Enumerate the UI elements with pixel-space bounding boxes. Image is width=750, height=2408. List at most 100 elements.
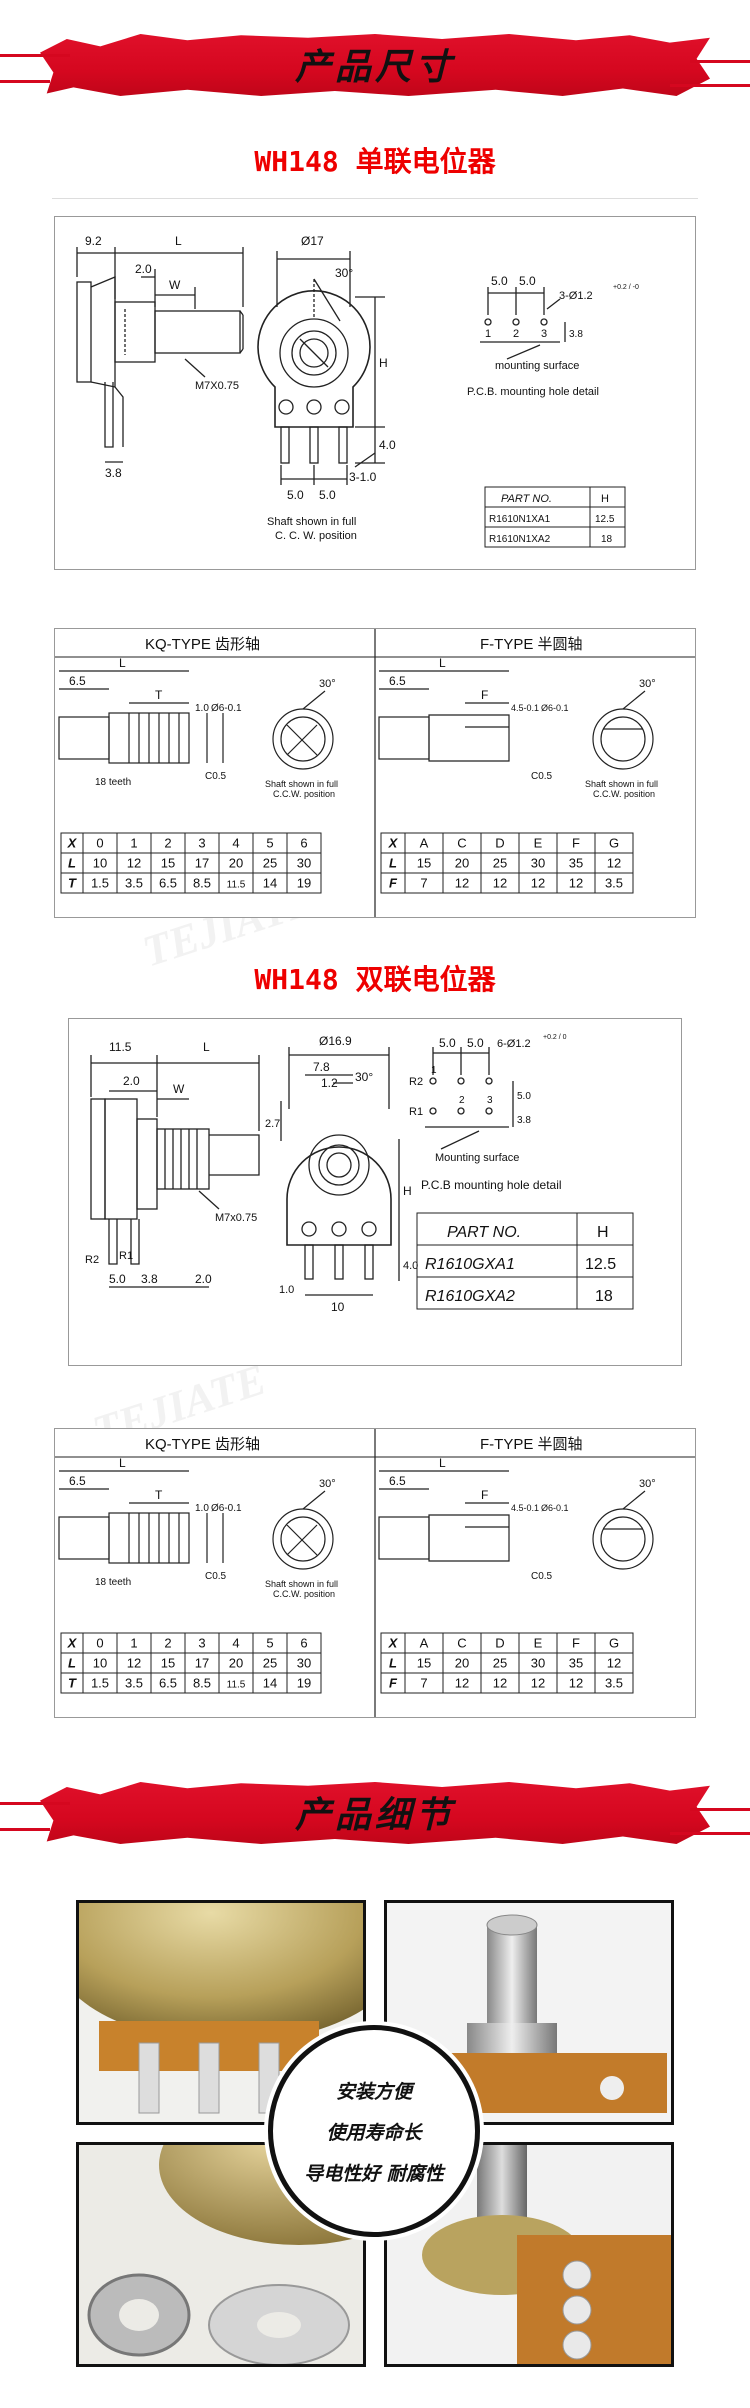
pcb-holes: 6-Ø1.2 bbox=[497, 1038, 531, 1050]
table-cell: G bbox=[609, 1635, 619, 1650]
table-cell: 15 bbox=[417, 1655, 431, 1670]
table-cell: T bbox=[68, 1675, 77, 1690]
table-cell: 10 bbox=[93, 855, 107, 870]
table-cell: 35 bbox=[569, 855, 583, 870]
pcb-pin: 1 bbox=[485, 328, 491, 340]
dim-label: 30° bbox=[355, 1070, 373, 1084]
table-cell: 12 bbox=[607, 1655, 621, 1670]
table-cell: 4 bbox=[232, 835, 239, 850]
table-cell: L bbox=[68, 1655, 76, 1670]
dim-label: F bbox=[481, 688, 488, 702]
shaft-note: C.C.W. position bbox=[273, 1589, 335, 1599]
table-cell: 18 bbox=[595, 1288, 613, 1305]
table-cell: L bbox=[68, 855, 76, 870]
banner-title: 产品尺寸 bbox=[294, 47, 455, 88]
table-cell: 14 bbox=[263, 1675, 277, 1690]
table-cell: 12.5 bbox=[595, 514, 615, 525]
table-cell: 25 bbox=[263, 1655, 277, 1670]
dim-label: R1 bbox=[119, 1250, 133, 1262]
table-cell: F bbox=[572, 1635, 580, 1650]
dim-label: 2.0 bbox=[195, 1272, 212, 1286]
dim-label: 3-1.0 bbox=[349, 470, 377, 484]
table-cell: 12 bbox=[455, 1675, 469, 1690]
table-cell: X bbox=[388, 835, 399, 850]
table-cell: 25 bbox=[493, 855, 507, 870]
table-cell: 3.5 bbox=[605, 875, 623, 890]
dim-label: 18 teeth bbox=[95, 777, 131, 788]
dim-label: L bbox=[203, 1040, 210, 1054]
dim-label: Ø6-0.1 bbox=[211, 703, 242, 714]
dim-label: L bbox=[119, 1456, 126, 1470]
table-cell: 11.5 bbox=[227, 879, 246, 890]
dim-label: Ø6-0.1 bbox=[211, 1503, 242, 1514]
pcb-surface: mounting surface bbox=[495, 360, 579, 372]
pcb-holes: 3-Ø1.2 bbox=[559, 290, 593, 302]
dim-label: L bbox=[439, 656, 446, 670]
kq-title: KQ-TYPE 齿形轴 bbox=[145, 1436, 260, 1453]
table-header: PART NO. bbox=[447, 1224, 521, 1241]
pcb-row: R1 bbox=[409, 1106, 423, 1118]
kq-title: KQ-TYPE 齿形轴 bbox=[145, 636, 260, 653]
dim-label: Ø16.9 bbox=[319, 1034, 352, 1048]
pcb-pin: 2 bbox=[513, 328, 519, 340]
table-cell: 15 bbox=[417, 855, 431, 870]
table-cell: X bbox=[388, 1635, 399, 1650]
dim-label: H bbox=[379, 356, 388, 370]
table-frame bbox=[380, 1632, 634, 1694]
table-cell: 12 bbox=[569, 1675, 583, 1690]
dim-label: 6.5 bbox=[389, 1474, 406, 1488]
banner-title: 产品细节 bbox=[294, 1795, 455, 1836]
pcb-caption: P.C.B. mounting hole detail bbox=[467, 386, 599, 398]
table-cell: 6 bbox=[300, 1635, 307, 1650]
table-cell: C bbox=[457, 835, 466, 850]
table-cell: E bbox=[534, 835, 543, 850]
table-cell: 3.5 bbox=[125, 1675, 143, 1690]
dim-label: Ø17 bbox=[301, 234, 324, 248]
f-title: F-TYPE 半圆轴 bbox=[480, 636, 583, 653]
dim-label: W bbox=[173, 1082, 185, 1096]
dim-label: T bbox=[155, 688, 163, 702]
dim-label: 7.8 bbox=[313, 1060, 330, 1074]
pcb-pitch: 5.0 bbox=[517, 1091, 531, 1102]
table-cell: 6.5 bbox=[159, 1675, 177, 1690]
table-cell: 20 bbox=[229, 855, 243, 870]
section-title-single: WH148 单联电位器 bbox=[254, 145, 496, 178]
pcb-caption: P.C.B mounting hole detail bbox=[421, 1178, 562, 1192]
dim-label: 9.2 bbox=[85, 234, 102, 248]
feature-text: 导电性好 耐腐性 bbox=[304, 2162, 444, 2185]
table-cell: 12 bbox=[455, 875, 469, 890]
table-cell: R1610N1XA1 bbox=[489, 514, 551, 525]
table-cell: 1.5 bbox=[91, 875, 109, 890]
table-cell: 3.5 bbox=[125, 875, 143, 890]
table-frame bbox=[60, 832, 322, 894]
photo-potentiometer-back bbox=[76, 1900, 366, 2125]
table-cell: 20 bbox=[229, 1655, 243, 1670]
table-cell: 7 bbox=[420, 875, 427, 890]
table-cell: 12 bbox=[127, 1655, 141, 1670]
dim-label: C0.5 bbox=[205, 1571, 227, 1582]
dim-label: 30° bbox=[639, 678, 656, 690]
feature-text: 安装方便 bbox=[335, 2080, 412, 2103]
table-cell: 2 bbox=[164, 835, 171, 850]
f-title: F-TYPE 半圆轴 bbox=[480, 1436, 583, 1453]
dim-label: H bbox=[403, 1184, 412, 1198]
dim-label: L bbox=[119, 656, 126, 670]
dim-label: 6.5 bbox=[69, 674, 86, 688]
dim-label: 3.8 bbox=[141, 1272, 158, 1286]
dim-label: 1.0 bbox=[195, 703, 209, 714]
shaft-note: Shaft shown in full bbox=[265, 1579, 338, 1589]
dim-label: C0.5 bbox=[205, 771, 227, 782]
dim-label: 4.0 bbox=[379, 438, 396, 452]
pcb-spacing: 5.0 bbox=[467, 1036, 484, 1050]
table-cell: 8.5 bbox=[193, 1675, 211, 1690]
shaft-note: Shaft shown in full bbox=[265, 779, 338, 789]
dim-label: C0.5 bbox=[531, 1571, 553, 1582]
table-cell: 10 bbox=[93, 1655, 107, 1670]
pcb-surface: Mounting surface bbox=[435, 1152, 519, 1164]
table-cell: 12 bbox=[493, 1675, 507, 1690]
dim-label: 2.0 bbox=[123, 1074, 140, 1088]
table-cell: F bbox=[389, 875, 398, 890]
